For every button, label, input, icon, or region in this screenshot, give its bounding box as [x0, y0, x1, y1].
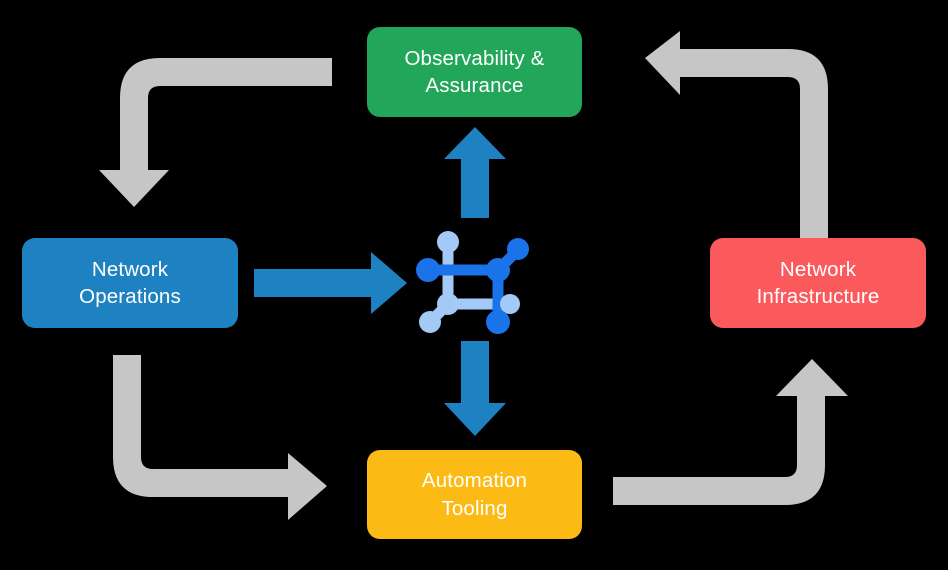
- node-label-observability-assurance: Observability & Assurance: [404, 46, 545, 97]
- node-box-observability-assurance[interactable]: Observability & Assurance: [367, 27, 582, 117]
- node-box-network-infrastructure[interactable]: Network Infrastructure: [710, 238, 926, 328]
- blue-arrow-center-to-automation: [444, 341, 506, 436]
- gray-arrow-infrastructure-to-observability: [645, 31, 828, 238]
- gray-arrow-operations-to-automation: [113, 355, 327, 520]
- node-box-network-operations[interactable]: Network Operations: [22, 238, 238, 328]
- node-label-automation-tooling: Automation Tooling: [421, 469, 528, 520]
- network-topology-icon: [416, 231, 529, 334]
- blue-arrow-center-to-observability: [444, 127, 506, 218]
- node-label-network-operations: Network Operations: [79, 257, 181, 308]
- gray-arrow-automation-to-infrastructure: [613, 359, 848, 505]
- node-label-network-infrastructure: Network Infrastructure: [756, 257, 880, 308]
- gray-arrow-observability-to-operations: [99, 58, 332, 207]
- blue-arrow-operations-to-center: [254, 252, 407, 314]
- node-box-automation-tooling[interactable]: Automation Tooling: [367, 450, 582, 539]
